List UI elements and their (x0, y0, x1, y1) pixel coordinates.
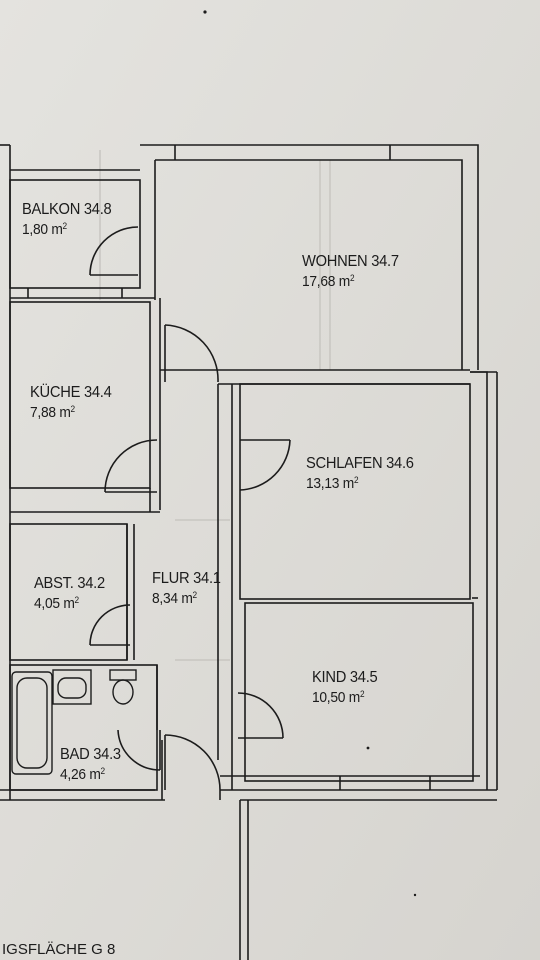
sink-icon (52, 669, 92, 705)
room-name: WOHNEN 34.7 (302, 253, 399, 270)
room-area: 13,13 m2 (306, 475, 359, 492)
room-name: SCHLAFEN 34.6 (306, 455, 414, 472)
room-area: 10,50 m2 (312, 689, 365, 706)
doors (89, 226, 291, 791)
room-area: 8,34 m2 (152, 590, 197, 607)
room-area: 7,88 m2 (30, 404, 75, 421)
room-label-kind: KIND 34.5 10,50 m2 (312, 669, 378, 706)
room-label-kueche: KÜCHE 34.4 7,88 m2 (30, 385, 112, 421)
room-name: BAD 34.3 (60, 746, 121, 763)
room-name: KIND 34.5 (312, 669, 378, 686)
room-label-balkon: BALKON 34.8 1,80 m2 (22, 201, 112, 238)
bottom-cut-label: IGSFLÄCHE G 8 (2, 941, 116, 958)
room-area: 1,80 m2 (22, 221, 67, 238)
room-name: KÜCHE 34.4 (30, 384, 112, 401)
room-label-bad: BAD 34.3 4,26 m2 (60, 747, 121, 783)
room-label-schlafen: SCHLAFEN 34.6 13,13 m2 (306, 456, 414, 492)
room-name: BALKON 34.8 (22, 201, 112, 218)
ghost-lines (99, 150, 331, 661)
room-label-abst: ABST. 34.2 4,05 m2 (34, 576, 105, 612)
room-label-wohnen: WOHNEN 34.7 17,68 m2 (302, 254, 399, 290)
bathtub-icon (11, 671, 53, 775)
room-name: ABST. 34.2 (34, 575, 105, 592)
walls (0, 144, 498, 960)
room-area: 4,26 m2 (60, 766, 105, 783)
toilet-icon (109, 669, 137, 705)
room-name: FLUR 34.1 (152, 570, 221, 587)
room-area: 17,68 m2 (302, 273, 355, 290)
room-label-flur: FLUR 34.1 8,34 m2 (152, 571, 221, 607)
room-area: 4,05 m2 (34, 595, 79, 612)
